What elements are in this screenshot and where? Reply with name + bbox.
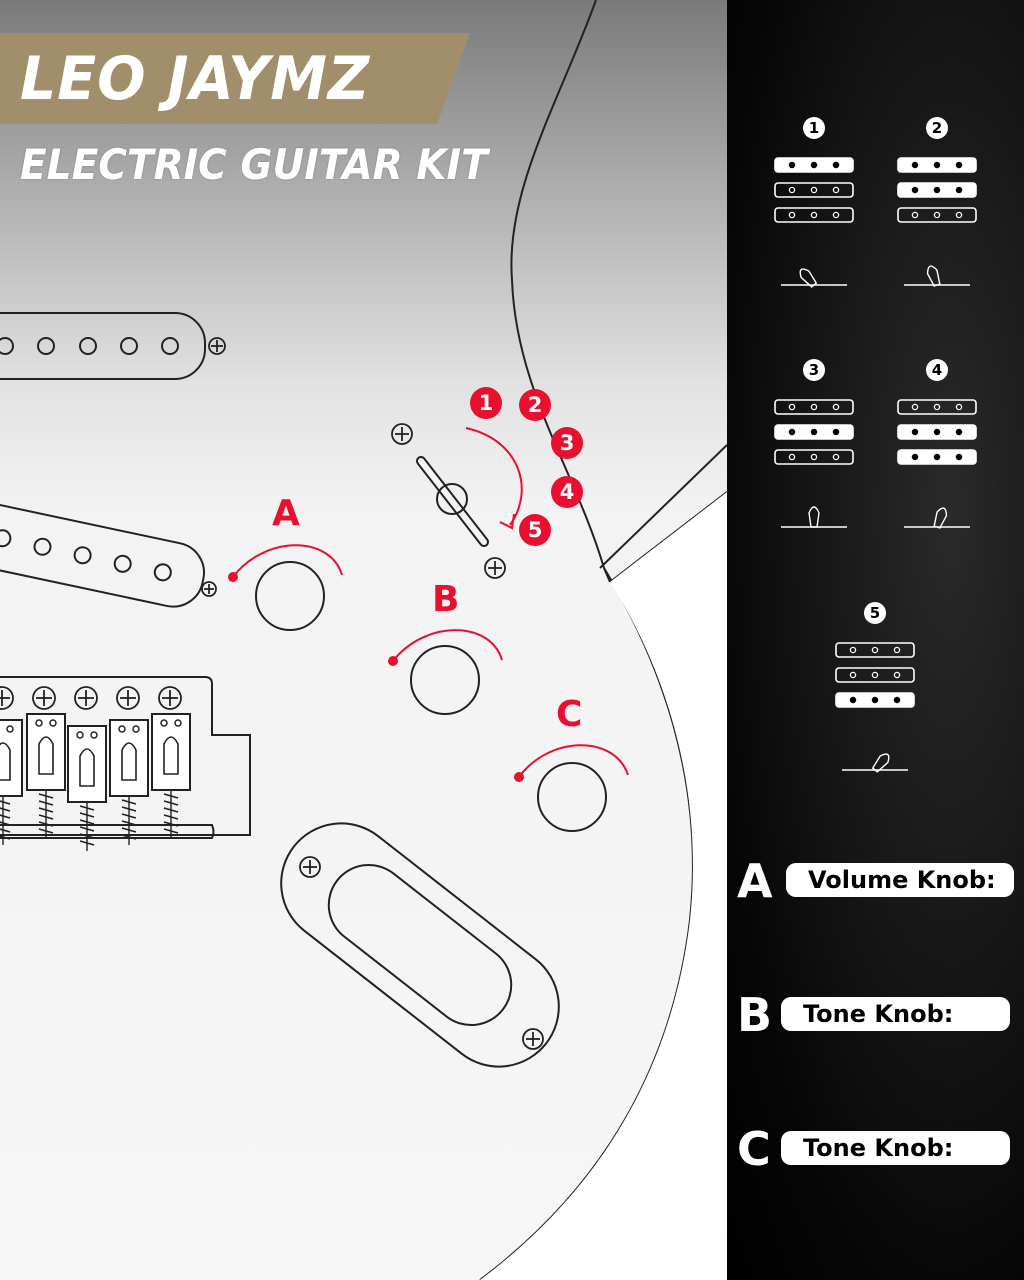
- guitar-body-diagram: LEO JAYMZ ELECTRIC GUITAR KIT A B C 1 2 …: [0, 0, 727, 1280]
- legend-tone-knob-b: Tone Knob:: [781, 997, 1010, 1031]
- position-number-3: 3: [803, 359, 825, 381]
- screw-icon: [391, 423, 413, 445]
- pickup-icon: [774, 399, 854, 415]
- bridge-saddle-icon: [67, 725, 107, 851]
- knob-label-c: C: [556, 694, 583, 735]
- legend-letter-a: A: [737, 854, 773, 908]
- knob-label-b: B: [432, 579, 460, 620]
- selector-position-2: 2: [519, 389, 551, 421]
- pickup-icon: [774, 424, 854, 440]
- input-jack-icon: [280, 822, 560, 1068]
- pickup-icon: [897, 207, 977, 223]
- selector-position-3: 3: [551, 427, 583, 459]
- bridge-saddle-icon: [0, 719, 23, 845]
- pickup-icon: [897, 182, 977, 198]
- screw-icon: [0, 686, 14, 710]
- lever-icon: [781, 268, 847, 288]
- bridge-saddle-icon: [151, 713, 191, 839]
- legend-letter-b: B: [737, 988, 773, 1042]
- neck-pickup: [0, 312, 226, 380]
- guitar-body-outline: [0, 0, 727, 1280]
- product-subtitle: ELECTRIC GUITAR KIT: [20, 140, 488, 189]
- middle-pickup: [0, 503, 205, 608]
- pickup-position-1: [774, 157, 854, 288]
- pickup-icon: [897, 399, 977, 415]
- tone-knob-c: [514, 744, 629, 832]
- screw-icon: [201, 581, 217, 597]
- knob-label-a: A: [272, 493, 300, 534]
- tone-knob-b: [388, 629, 503, 715]
- legend-letter-c: C: [737, 1122, 771, 1176]
- selector-position-4: 4: [551, 476, 583, 508]
- selector-position-5: 5: [519, 514, 551, 546]
- pickup-position-panel: 1 2 3 4 5 A Volume Knob: B Tone Knob: C …: [727, 0, 1024, 1280]
- pickup-icon: [774, 182, 854, 198]
- screw-icon: [158, 686, 182, 710]
- pickup-icon: [897, 424, 977, 440]
- pickup-icon: [835, 692, 915, 708]
- lever-icon: [842, 753, 908, 773]
- pickup-position-5: [835, 642, 915, 773]
- legend-tone-knob-c: Tone Knob:: [781, 1131, 1010, 1165]
- lever-icon: [904, 265, 970, 287]
- selector-position-1: 1: [470, 387, 502, 419]
- screw-icon: [32, 686, 56, 710]
- bridge: [0, 676, 251, 851]
- position-number-5: 5: [864, 602, 886, 624]
- position-number-1: 1: [803, 117, 825, 139]
- selector-switch-icon: [391, 423, 523, 579]
- screw-icon: [74, 686, 98, 710]
- pickup-position-diagrams: [774, 157, 977, 773]
- brand-banner: [0, 33, 470, 124]
- screw-icon: [299, 856, 321, 878]
- pickup-icon: [835, 667, 915, 683]
- bridge-saddle-icon: [26, 713, 66, 839]
- pickup-position-4: [897, 399, 977, 529]
- screw-icon: [522, 1028, 544, 1050]
- pickup-icon: [897, 157, 977, 173]
- position-number-2: 2: [926, 117, 948, 139]
- pickup-icon: [774, 449, 854, 465]
- volume-knob: [228, 544, 343, 631]
- brand-name: LEO JAYMZ: [20, 44, 371, 114]
- pickup-icon: [774, 157, 854, 173]
- position-number-4: 4: [926, 359, 948, 381]
- pickup-icon: [897, 449, 977, 465]
- pickup-icon: [835, 642, 915, 658]
- pickup-position-2: [897, 157, 977, 287]
- pickup-position-3: [774, 399, 854, 528]
- bridge-saddle-icon: [109, 719, 149, 845]
- pickup-icon: [774, 207, 854, 223]
- lever-icon: [904, 507, 970, 529]
- screw-icon: [116, 686, 140, 710]
- lever-icon: [781, 506, 847, 528]
- screw-icon: [484, 557, 506, 579]
- screw-icon: [208, 337, 226, 355]
- legend-volume-knob: Volume Knob:: [786, 863, 1014, 897]
